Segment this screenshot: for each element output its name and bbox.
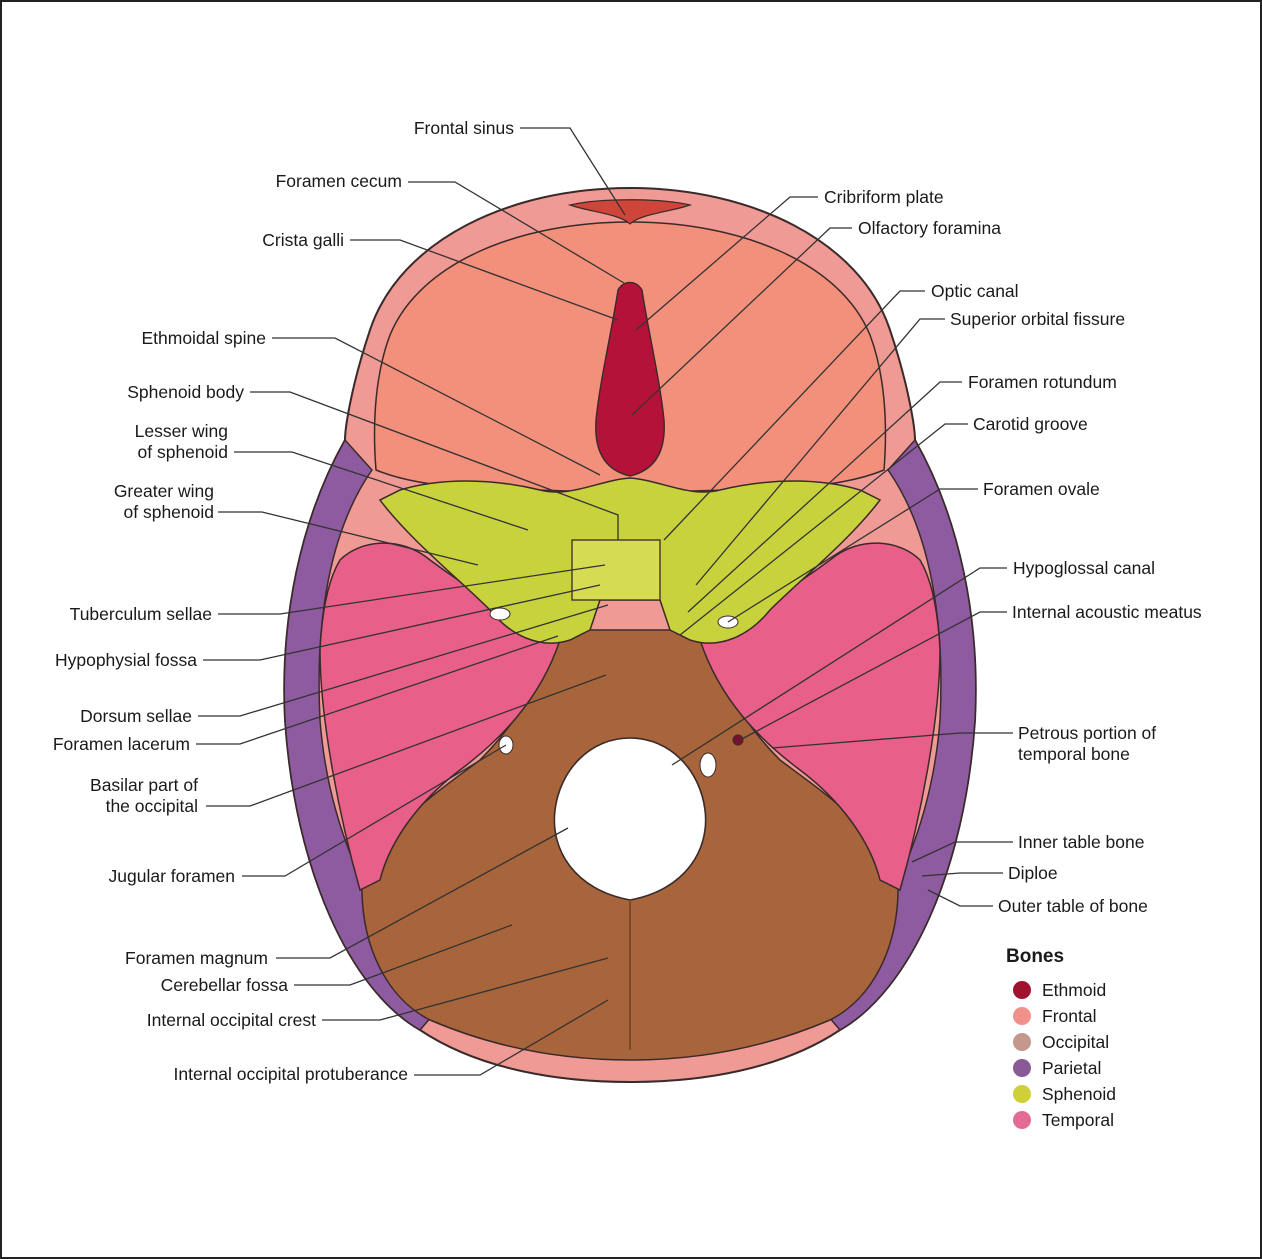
legend-label-ethmoid: Ethmoid xyxy=(1042,980,1106,1000)
label-internal-occipital-protuberance: Internal occipital protuberance xyxy=(174,1064,408,1084)
bones-legend: Bones Ethmoid Frontal Occipital Parietal… xyxy=(1006,946,1116,1130)
legend-label-temporal: Temporal xyxy=(1042,1110,1114,1130)
label-outer-table-of-bone: Outer table of bone xyxy=(998,896,1148,916)
label-internal-acoustic-meatus: Internal acoustic meatus xyxy=(1012,602,1202,622)
label-tuberculum-sellae: Tuberculum sellae xyxy=(70,604,212,624)
label-hypoglossal-canal: Hypoglossal canal xyxy=(1013,558,1155,578)
label-superior-orbital-fissure: Superior orbital fissure xyxy=(950,309,1125,329)
label-petrous-line2: temporal bone xyxy=(1018,744,1130,764)
label-crista-galli: Crista galli xyxy=(262,230,344,250)
label-optic-canal: Optic canal xyxy=(931,281,1019,301)
label-foramen-cecum: Foramen cecum xyxy=(276,171,402,191)
label-inner-table-bone: Inner table bone xyxy=(1018,832,1145,852)
acoustic-meatus-right-shape xyxy=(733,735,743,745)
label-jugular-foramen: Jugular foramen xyxy=(109,866,235,886)
label-foramen-rotundum: Foramen rotundum xyxy=(968,372,1117,392)
legend-label-sphenoid: Sphenoid xyxy=(1042,1084,1116,1104)
legend-label-frontal: Frontal xyxy=(1042,1006,1096,1026)
label-internal-occipital-crest: Internal occipital crest xyxy=(147,1010,316,1030)
label-lesser-wing-line1: Lesser wing xyxy=(135,421,228,441)
label-hypophysial-fossa: Hypophysial fossa xyxy=(55,650,197,670)
label-olfactory-foramina: Olfactory foramina xyxy=(858,218,1001,238)
label-diploe: Diploe xyxy=(1008,863,1058,883)
legend-label-occipital: Occipital xyxy=(1042,1032,1109,1052)
label-sphenoid-body: Sphenoid body xyxy=(127,382,244,402)
label-dorsum-sellae: Dorsum sellae xyxy=(80,706,192,726)
label-carotid-groove: Carotid groove xyxy=(973,414,1088,434)
legend-swatch-ethmoid xyxy=(1013,981,1031,999)
jugular-right-shape xyxy=(700,753,716,777)
sella-turcica xyxy=(572,540,660,600)
legend-label-parietal: Parietal xyxy=(1042,1058,1101,1078)
label-foramen-lacerum: Foramen lacerum xyxy=(53,734,190,754)
label-lesser-wing-line2: of sphenoid xyxy=(138,442,229,462)
label-frontal-sinus: Frontal sinus xyxy=(414,118,514,138)
label-foramen-ovale: Foramen ovale xyxy=(983,479,1100,499)
label-ethmoidal-spine: Ethmoidal spine xyxy=(141,328,266,348)
legend-swatch-frontal xyxy=(1013,1007,1031,1025)
skull-illustration xyxy=(284,188,976,1082)
legend-swatch-temporal xyxy=(1013,1111,1031,1129)
legend-swatch-sphenoid xyxy=(1013,1085,1031,1103)
foramen-ovale-left-shape xyxy=(490,608,510,620)
label-greater-wing-line2: of sphenoid xyxy=(124,502,215,522)
label-basilar-part-line1: Basilar part of xyxy=(90,775,198,795)
legend-swatch-occipital xyxy=(1013,1033,1031,1051)
label-basilar-part-line2: the occipital xyxy=(106,796,198,816)
label-petrous-line1: Petrous portion of xyxy=(1018,723,1156,743)
label-foramen-magnum: Foramen magnum xyxy=(125,948,268,968)
label-cerebellar-fossa: Cerebellar fossa xyxy=(161,975,289,995)
legend-swatch-parietal xyxy=(1013,1059,1031,1077)
label-greater-wing-line1: Greater wing xyxy=(114,481,214,501)
legend-title: Bones xyxy=(1006,946,1064,967)
label-cribriform-plate: Cribriform plate xyxy=(824,187,944,207)
